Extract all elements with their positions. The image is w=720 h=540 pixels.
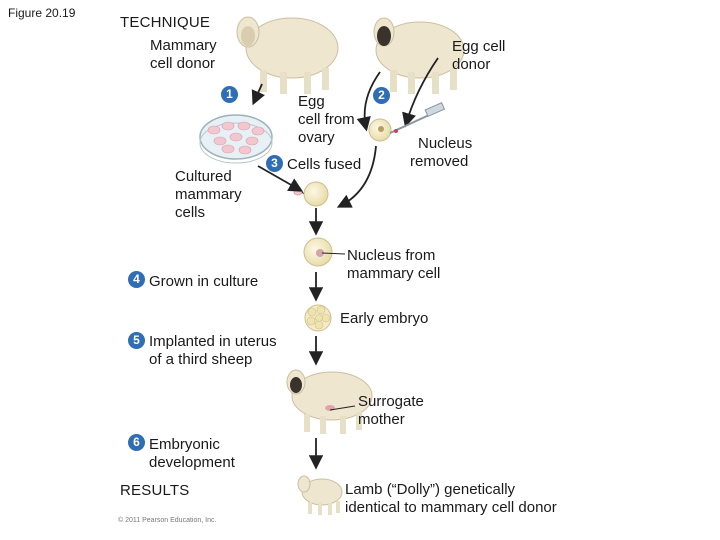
pipette-icon	[389, 102, 446, 134]
nucleus-from-label-1: Nucleus from	[347, 247, 436, 264]
nucleus-removed-label-1: Nucleus	[418, 135, 473, 152]
mammary-donor-label-2: cell donor	[150, 55, 216, 72]
step-4-badge: 4	[128, 271, 145, 288]
copyright-notice: © 2011 Pearson Education, Inc.	[118, 517, 217, 524]
embryonic-label-1: Embryonic	[149, 436, 220, 453]
egg-from-ovary-label-1: Egg	[298, 93, 325, 110]
enucleated-egg-icon	[303, 181, 329, 207]
implanted-label-2: of a third sheep	[149, 351, 253, 368]
petri-dish-icon	[199, 114, 273, 164]
surrogate-sheep-icon	[286, 369, 373, 434]
step-6-badge: 6	[128, 434, 145, 451]
embryonic-label-2: development	[149, 454, 235, 471]
cultured-cells-label-2: mammary	[175, 186, 242, 203]
mammary-cell-icon	[293, 188, 303, 196]
technique-heading: TECHNIQUE	[120, 14, 211, 31]
arrow-egg-donor-to-nucleus	[402, 57, 439, 128]
egg-from-ovary-label-2: cell from	[298, 111, 355, 128]
surrogate-label-2: mother	[358, 411, 405, 428]
step-3-badge: 3	[266, 155, 283, 172]
figure-label: Figure 20.19	[8, 6, 76, 20]
cultured-cells-label-3: cells	[175, 204, 206, 221]
arrow-egg-to-fusion	[336, 145, 377, 208]
arrow-culture-to-fusion	[257, 165, 304, 192]
early-embryo-label: Early embryo	[340, 310, 429, 327]
egg-donor-sheep-icon	[373, 17, 465, 94]
egg-donor-label-2: donor	[452, 56, 491, 73]
results-heading: RESULTS	[120, 482, 190, 499]
early-embryo-icon	[304, 304, 332, 332]
surrogate-label-1: Surrogate	[358, 393, 424, 410]
implanted-label-1: Implanted in uterus	[149, 333, 277, 350]
lamb-label-2: identical to mammary cell donor	[345, 499, 557, 516]
mammary-donor-sheep-icon	[236, 16, 339, 94]
step-1-badge: 1	[221, 86, 238, 103]
cultured-cells-label-1: Cultured	[175, 168, 232, 185]
lamb-icon	[297, 475, 343, 515]
nucleus-removed-label-2: removed	[410, 153, 469, 170]
nucleus-from-label-2: mammary cell	[347, 265, 441, 282]
egg-from-ovary-label-3: ovary	[298, 129, 335, 146]
cells-fused-label: Cells fused	[287, 156, 362, 173]
lamb-label-1: Lamb (“Dolly”) genetically	[345, 481, 516, 498]
egg-donor-label-1: Egg cell	[452, 38, 506, 55]
grown-in-culture-label: Grown in culture	[149, 273, 259, 290]
arrow-mammary-to-culture	[251, 83, 265, 106]
step-2-badge: 2	[373, 87, 390, 104]
arrow-egg-donor-to-egg	[356, 71, 381, 132]
mammary-donor-label-1: Mammary	[150, 37, 217, 54]
step-5-badge: 5	[128, 332, 145, 349]
